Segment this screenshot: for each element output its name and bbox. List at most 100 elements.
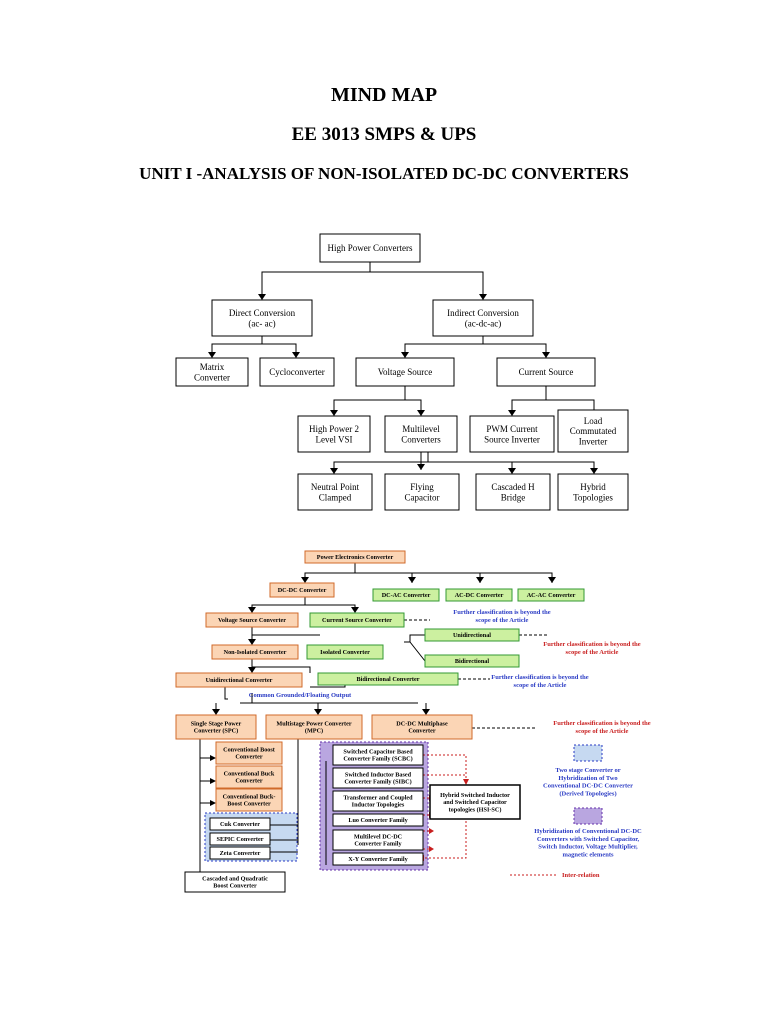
- node-load-commutated-inverter-box: [557, 409, 629, 453]
- node-current-source-converter: Current Source Converter: [309, 612, 405, 628]
- node-dc-dc-converter-label: DC-DC Converter: [278, 587, 327, 594]
- node-dc-ac-converter-label: DC-AC Converter: [382, 592, 431, 599]
- node-cascaded-h-bridge-label: Bridge: [501, 492, 526, 502]
- legend-blue-text: Conventional DC-DC Converter: [543, 783, 633, 790]
- node-hsi-sc-label: and Switched Capacitor: [443, 799, 507, 806]
- dashed-notes-lines: [404, 619, 548, 729]
- legend-red-text: Inter-relation: [562, 872, 600, 879]
- node-sepic-converter: SEPIC Converter: [209, 832, 271, 846]
- node-x-y-converter-family-label: X-Y Converter Family: [348, 856, 408, 863]
- node-flying-capacitor-label: Flying: [410, 482, 434, 492]
- node-hsi-sc-label: Hybrid Switched Inductor: [440, 792, 510, 799]
- node-conventional-buck-boost-label: Conventional Buck-: [223, 794, 276, 801]
- node-conventional-buck-boost-box: [215, 788, 283, 812]
- node-bidirectional-converter-label: Bidirectional Converter: [357, 676, 420, 683]
- legend-blue-text: Hybridization of Two: [558, 775, 617, 782]
- node-voltage-source-box: [355, 357, 455, 387]
- node-indirect-conversion-label: Indirect Conversion: [447, 308, 519, 318]
- node-unidirectional-converter: Unidirectional Converter: [175, 672, 303, 688]
- node-matrix-converter-label: Matrix: [200, 362, 225, 372]
- node-cascaded-h-bridge-label: Cascaded H: [491, 482, 535, 492]
- node-bidirectional-converter-box: [317, 672, 459, 686]
- node-cascaded-quadratic-boost-box: [184, 871, 286, 893]
- note-multiphase-scope: Further classification is beyond the: [553, 720, 650, 727]
- legend-purple-text: magnetic elements: [562, 851, 614, 858]
- node-multilevel-dc-dc-family-box: [332, 829, 424, 851]
- legend-purple-text: Hybridization of Conventional DC-DC: [534, 828, 642, 835]
- legend-purple-swatch: [573, 807, 603, 825]
- note-unidirectional-scope: scope of the Article: [566, 649, 619, 656]
- node-x-y-converter-family: X-Y Converter Family: [332, 852, 424, 866]
- node-cycloconverter-label: Cycloconverter: [269, 367, 324, 377]
- node-multilevel-converters-label: Converters: [401, 434, 441, 444]
- node-unidirectional-label: Unidirectional: [453, 632, 491, 639]
- node-power-electronics-converter-box: [304, 550, 406, 564]
- node-ac-ac-converter-box: [517, 588, 585, 602]
- node-pwm-current-source-inverter-label: Source Inverter: [484, 434, 540, 444]
- note-unidirectional-scope: Further classification is beyond the: [543, 641, 640, 648]
- node-direct-conversion: Direct Conversion(ac- ac): [211, 299, 313, 337]
- node-isolated-converter-label: Isolated Converter: [320, 649, 370, 656]
- node-scbc-box: [332, 744, 424, 766]
- node-hybrid-topologies-label: Topologies: [573, 492, 613, 502]
- node-flying-capacitor-box: [384, 473, 460, 511]
- node-dc-dc-multiphase-converter-label: Converter: [408, 728, 435, 735]
- node-conventional-boost-label: Converter: [235, 754, 262, 761]
- node-non-isolated-converter: Non-Isolated Converter: [211, 644, 299, 660]
- diagram2-arrowheads: [210, 577, 556, 855]
- node-scbc-label: Switched Capacitor Based: [343, 749, 413, 756]
- node-high-power-2-level-vsi-label: High Power 2: [309, 424, 359, 434]
- node-direct-conversion-box: [211, 299, 313, 337]
- node-transformer-coupled-inductor-box: [332, 790, 424, 812]
- node-scbc-label: Converter Family (SCBC): [343, 756, 412, 763]
- node-current-source-label: Current Source: [519, 367, 574, 377]
- node-ac-ac-converter: AC-AC Converter: [517, 588, 585, 602]
- node-voltage-source-converter: Voltage Source Converter: [205, 612, 299, 628]
- node-conventional-buck-boost-label: Boost Converter: [227, 801, 271, 808]
- node-hybrid-topologies-box: [557, 473, 629, 511]
- note-multiphase-scope: scope of the Article: [576, 728, 629, 735]
- page-title: MIND MAP: [330, 84, 438, 106]
- course-title: EE 3013 SMPS & UPS: [291, 124, 477, 145]
- inter-relation-lines: [423, 754, 558, 876]
- node-multilevel-converters-label: Multilevel: [402, 424, 440, 434]
- node-conventional-buck-box: [215, 765, 283, 789]
- note-bidirectional-scope: scope of the Article: [514, 682, 567, 689]
- node-dc-dc-multiphase-converter-box: [371, 714, 473, 740]
- node-bidirectional-label: Bidirectional: [455, 658, 490, 665]
- node-conventional-buck-boost: Conventional Buck-Boost Converter: [215, 788, 283, 812]
- node-bidirectional-box: [424, 654, 520, 668]
- node-neutral-point-clamped-box: [297, 473, 373, 511]
- node-cycloconverter: Cycloconverter: [259, 357, 335, 387]
- node-unidirectional-converter-box: [175, 672, 303, 688]
- node-cuk-converter-box: [209, 817, 271, 831]
- legend-blue-text: Two stage Converter or: [555, 767, 620, 774]
- diagram2-notes: Further classification is beyond thescop…: [249, 609, 651, 879]
- node-multilevel-dc-dc-family-label: Multilevel DC-DC: [354, 834, 402, 841]
- node-multistage-power-converter-label: Multistage Power Converter: [276, 721, 351, 728]
- node-cascaded-quadratic-boost-label: Boost Converter: [213, 883, 257, 890]
- node-high-power-converters-box: [319, 233, 421, 263]
- node-multilevel-dc-dc-family-label: Converter Family: [354, 841, 402, 848]
- node-neutral-point-clamped-label: Neutral Point: [311, 482, 360, 492]
- node-high-power-2-level-vsi-label: Level VSI: [315, 434, 352, 444]
- node-isolated-converter: Isolated Converter: [306, 644, 384, 660]
- node-direct-conversion-label: Direct Conversion: [229, 308, 296, 318]
- node-unidirectional: Unidirectional: [424, 628, 520, 642]
- node-sibc-label: Switched Inductor Based: [345, 772, 412, 779]
- node-x-y-converter-family-box: [332, 852, 424, 866]
- node-flying-capacitor-label: Capacitor: [405, 492, 440, 502]
- node-indirect-conversion-label: (ac-dc-ac): [465, 318, 501, 328]
- node-current-source: Current Source: [496, 357, 596, 387]
- common-grounded-label: Common Grounded/Floating Output: [249, 692, 352, 699]
